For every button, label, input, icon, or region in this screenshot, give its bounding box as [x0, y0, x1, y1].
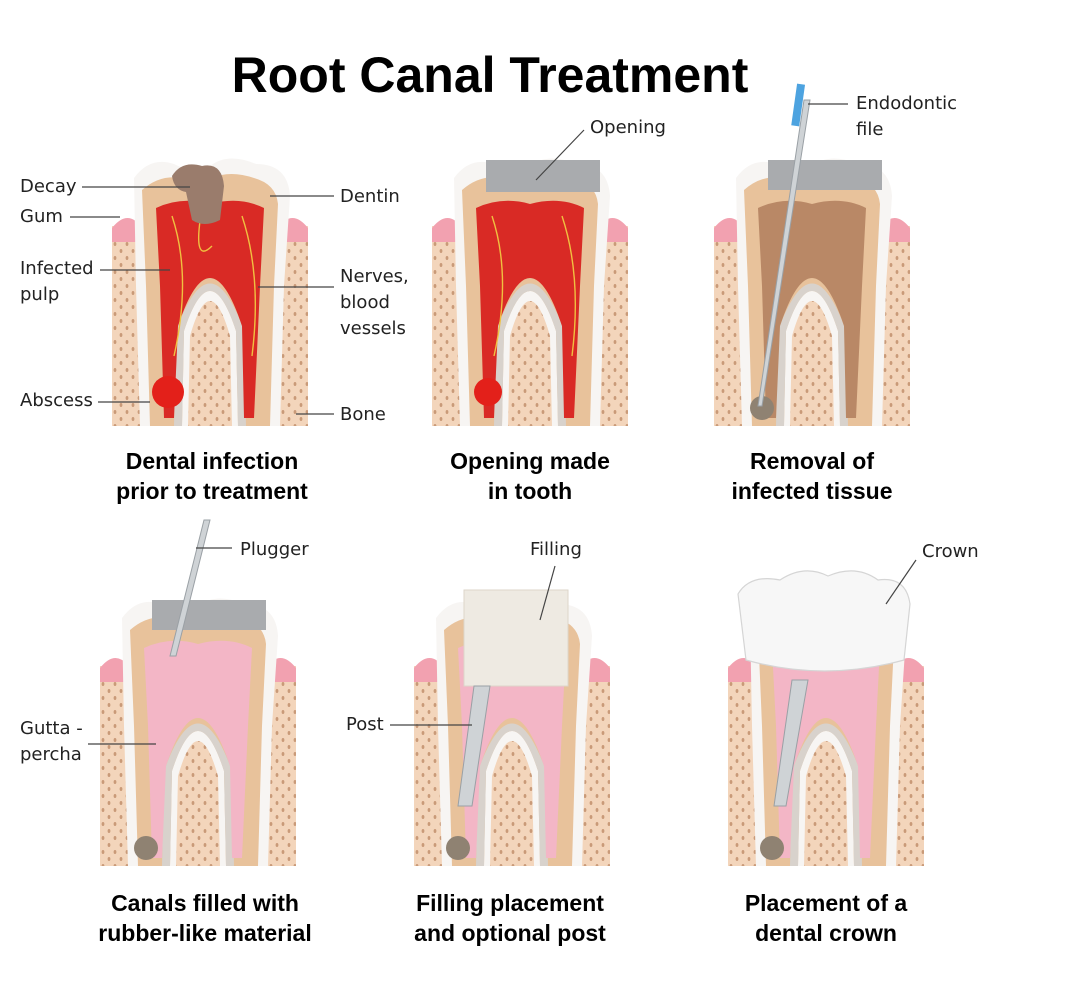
caption-canals-filled: Canals filled with rubber-like material	[98, 890, 312, 946]
label-post: Post	[346, 714, 384, 735]
label-endodontic-file: Endodontic file	[856, 93, 958, 140]
label-gum: Gum	[20, 206, 63, 227]
label-nerves-blood-vessels: Nerves, blood vessels	[340, 266, 409, 339]
opening-cavity	[486, 160, 600, 192]
caption-crown-placement: Placement of a dental crown	[744, 890, 908, 946]
decay-spot	[172, 164, 224, 224]
tooth-illustration-removal	[714, 83, 910, 426]
endodontic-file-handle	[791, 83, 806, 127]
label-abscess: Abscess	[20, 390, 93, 411]
label-opening: Opening	[590, 117, 666, 138]
endodontic-file-shaft	[757, 99, 811, 407]
tooth-illustration-gutta-percha	[100, 519, 296, 866]
tooth-illustration-infected	[112, 158, 308, 426]
tooth-illustration-filling	[414, 589, 610, 866]
abscess	[152, 376, 184, 408]
caption-removal: Removal of infected tissue	[731, 448, 893, 504]
post-rod-crown	[773, 679, 809, 807]
plugger-shaft	[169, 519, 211, 657]
label-infected-pulp: Infected pulp	[20, 258, 94, 305]
label-dentin: Dentin	[340, 186, 400, 207]
post-rod	[457, 685, 491, 807]
label-decay: Decay	[20, 176, 77, 197]
label-crown: Crown	[922, 541, 979, 562]
label-filling: Filling	[530, 539, 582, 560]
caption-opening-made: Opening made in tooth	[450, 448, 610, 504]
infected-pulp	[156, 200, 264, 418]
dental-crown	[737, 570, 911, 672]
leader-lines	[70, 103, 917, 745]
label-gutta-percha: Gutta - percha	[20, 718, 83, 765]
caption-dental-infection: Dental infection prior to treatment	[116, 448, 308, 504]
label-bone: Bone	[340, 404, 386, 425]
tooth-illustration-crown	[728, 570, 924, 866]
caption-filling-placement: Filling placement and optional post	[414, 890, 606, 946]
page-title: Root Canal Treatment	[231, 47, 749, 103]
tooth-illustration-opening	[432, 158, 628, 426]
filling-block	[463, 589, 569, 687]
label-plugger: Plugger	[240, 539, 309, 560]
